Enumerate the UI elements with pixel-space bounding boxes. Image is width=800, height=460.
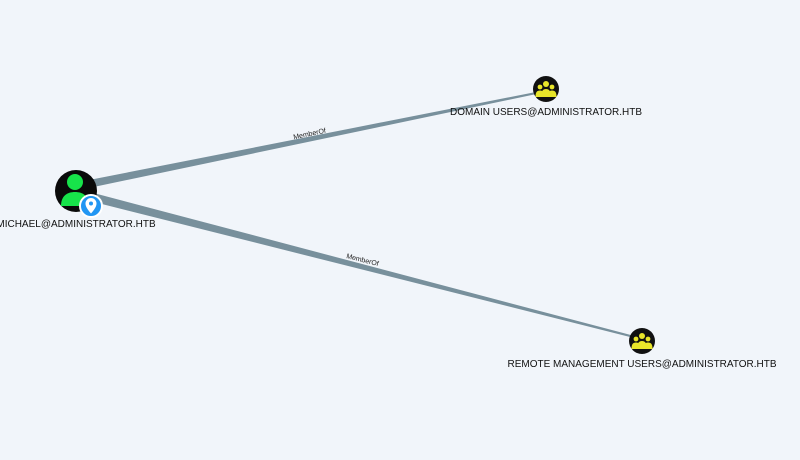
node-label-domain-users: DOMAIN USERS@ADMINISTRATOR.HTB	[450, 107, 642, 118]
node-michael[interactable]: MICHAEL@ADMINISTRATOR.HTB	[0, 170, 156, 230]
node-remote-management-users[interactable]: REMOTE MANAGEMENT USERS@ADMINISTRATOR.HT…	[507, 328, 777, 370]
node-label-michael: MICHAEL@ADMINISTRATOR.HTB	[0, 219, 156, 230]
location-pin-icon[interactable]	[79, 194, 103, 218]
group-icon	[535, 81, 557, 97]
group-icon	[631, 333, 653, 349]
edge-line[interactable]	[86, 191, 642, 340]
edge-line[interactable]	[84, 90, 546, 189]
node-domain-users[interactable]: DOMAIN USERS@ADMINISTRATOR.HTB	[450, 76, 642, 118]
edge-memberof-remote-management-users[interactable]: MemberOf	[86, 191, 642, 340]
node-label-remote-management-users: REMOTE MANAGEMENT USERS@ADMINISTRATOR.HT…	[507, 359, 776, 370]
edge-memberof-domain-users[interactable]: MemberOf	[84, 90, 546, 189]
